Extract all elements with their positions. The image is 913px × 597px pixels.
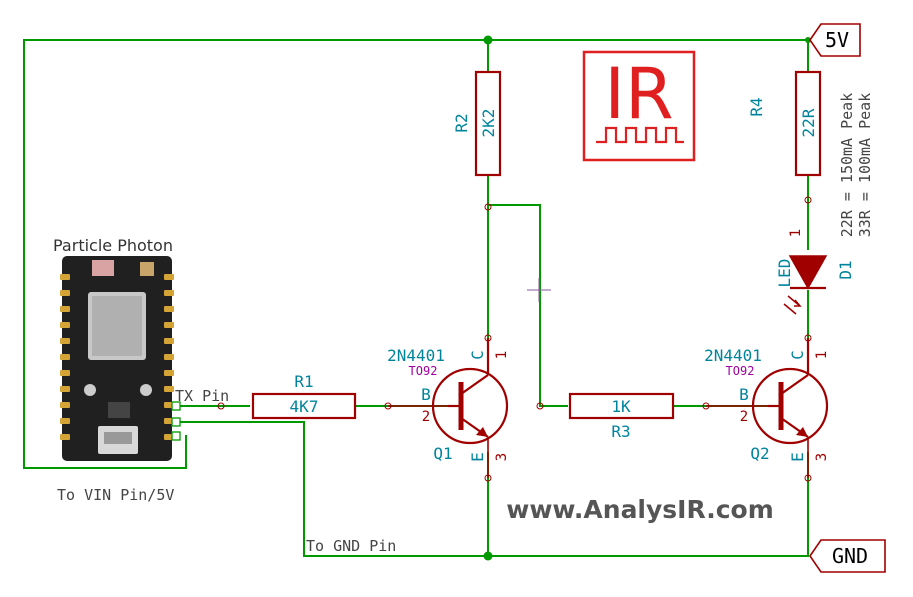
- q1-pin-c-num: 1: [494, 351, 510, 359]
- resistor-r3[interactable]: 1K R3: [568, 392, 675, 441]
- antenna-connector-icon: [140, 262, 154, 276]
- gnd-pin-label: To GND Pin: [306, 537, 396, 555]
- transistor-q2[interactable]: 2N4401 TO92 Q2 B 2 C 1 E 3: [704, 338, 830, 478]
- junction-dot: [805, 37, 811, 43]
- q2-pin-e-label: E: [788, 452, 807, 462]
- r4-value: 22R: [799, 108, 818, 137]
- chip-icon: [108, 402, 130, 418]
- r1-ref: R1: [294, 372, 313, 391]
- vin-pin-label: To VIN Pin/5V: [57, 486, 174, 504]
- q2-package: TO92: [726, 364, 755, 378]
- q2-pin-e-num: 3: [814, 453, 830, 461]
- note-peak-22r: 22R = 150mA Peak: [838, 93, 856, 238]
- d1-ref: D1: [836, 260, 855, 279]
- r1-value: 4K7: [290, 397, 319, 416]
- port-gnd[interactable]: GND: [809, 539, 886, 573]
- q2-part: 2N4401: [704, 346, 762, 365]
- wire-q1c-r3: [488, 204, 568, 407]
- q1-part: 2N4401: [387, 346, 445, 365]
- emitter-arrow-icon: [476, 427, 488, 437]
- resistor-r1[interactable]: 4K7 R1: [251, 372, 357, 420]
- q1-pin-e-num: 3: [494, 453, 510, 461]
- resistor-r2[interactable]: 2K2 R2: [452, 70, 502, 177]
- photon-board[interactable]: Particle Photon: [53, 236, 181, 461]
- wire-gnd: [178, 421, 809, 557]
- reset-button-icon: [140, 384, 152, 396]
- r2-ref: R2: [452, 113, 471, 132]
- led-d1[interactable]: LED D1 1: [775, 229, 855, 315]
- wires: [23, 39, 809, 557]
- port-gnd-label: GND: [832, 544, 868, 568]
- reset-led-icon: [92, 260, 114, 276]
- emitter-arrow-icon: [796, 427, 808, 437]
- q1-pin-e-label: E: [468, 452, 487, 462]
- q2-pin-b-num: 2: [740, 409, 748, 425]
- wire-vin: [23, 39, 808, 469]
- q1-ref: Q1: [433, 444, 452, 463]
- pin-end-markers: [217, 196, 812, 482]
- transistor-q1[interactable]: 2N4401 TO92 Q1 B 2 C 1 E 3: [387, 338, 510, 478]
- q2-ref: Q2: [750, 444, 769, 463]
- q2-pin-b-label: B: [739, 385, 749, 404]
- junction-dot: [483, 35, 493, 45]
- header-pins-left: [60, 274, 70, 440]
- r3-ref: R3: [611, 422, 630, 441]
- pulse-train-icon: [596, 126, 684, 144]
- r4-ref: R4: [747, 97, 766, 116]
- q1-package: TO92: [409, 364, 438, 378]
- board-title: Particle Photon: [53, 236, 173, 255]
- q2-pin-c-label: C: [788, 350, 807, 360]
- r2-value: 2K2: [479, 109, 498, 138]
- ir-logo-text: IR: [604, 53, 673, 135]
- tx-pin-label: TX Pin: [175, 387, 229, 405]
- led-symbol-icon: [788, 255, 828, 290]
- resistor-r4[interactable]: 22R R4: [747, 70, 822, 177]
- light-emission-icon: [783, 295, 802, 315]
- note-peak-33r: 33R = 100mA Peak: [856, 93, 874, 238]
- website-watermark: www.AnalysIR.com: [506, 495, 774, 524]
- q1-pin-b-num: 2: [422, 409, 430, 425]
- q2-pin-c-num: 1: [814, 351, 830, 359]
- junction-dot: [483, 551, 493, 561]
- setup-button-icon: [84, 384, 96, 396]
- cursor-cross: [527, 278, 551, 302]
- d1-pin1: 1: [788, 229, 804, 237]
- ir-logo: IR: [582, 50, 696, 162]
- q1-pin-c-label: C: [468, 350, 487, 360]
- r3-value: 1K: [611, 397, 631, 416]
- port-5v-label: 5V: [825, 28, 849, 52]
- d1-value: LED: [775, 259, 794, 288]
- q1-pin-b-label: B: [421, 385, 431, 404]
- port-5v[interactable]: 5V: [809, 23, 861, 57]
